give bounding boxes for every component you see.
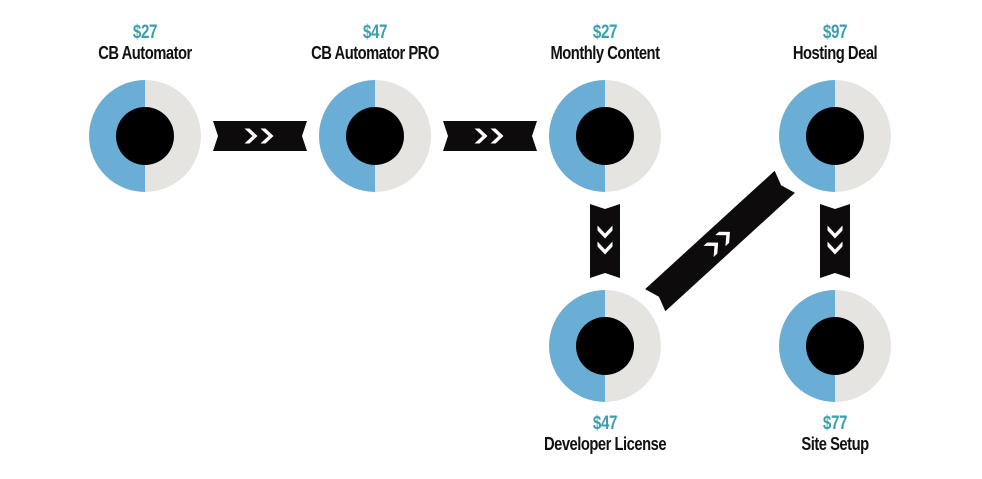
node-cb-automator-pro — [319, 80, 431, 192]
chevron — [715, 231, 730, 247]
double-chevron-up-right-icon — [703, 231, 730, 257]
connections-layer — [213, 121, 850, 312]
node-site-setup — [779, 290, 891, 402]
ring-core — [576, 317, 634, 375]
double-chevron-right-icon — [474, 128, 504, 144]
name-monthly-content: Monthly Content — [550, 43, 660, 63]
chevron — [827, 241, 843, 255]
connector-hosting-deal-to-site-setup — [820, 204, 850, 278]
name-cb-automator: CB Automator — [98, 43, 192, 63]
ring-core — [806, 317, 864, 375]
label-hosting-deal: $97 Hosting Deal — [735, 23, 935, 62]
connector-cb-automator-pro-to-monthly-content — [443, 121, 537, 151]
connector-band — [820, 204, 850, 278]
double-chevron-right-icon — [244, 128, 274, 144]
chevron — [490, 128, 504, 144]
nodes-layer — [89, 80, 891, 402]
double-chevron-down-icon — [827, 225, 843, 255]
price-cb-automator-pro: $47 — [362, 22, 388, 43]
label-monthly-content: $27 Monthly Content — [505, 23, 705, 62]
connector-developer-license-to-hosting-deal — [645, 170, 795, 312]
chevron — [244, 128, 258, 144]
price-cb-automator: $27 — [132, 22, 158, 43]
name-hosting-deal: Hosting Deal — [792, 43, 878, 63]
chevron — [474, 128, 488, 144]
chevron — [597, 241, 613, 255]
connector-monthly-content-to-developer-license — [590, 204, 620, 278]
connector-band — [213, 121, 307, 151]
chevron — [827, 225, 843, 239]
ring-core — [576, 107, 634, 165]
node-cb-automator — [89, 80, 201, 192]
price-hosting-deal: $97 — [822, 22, 848, 43]
price-monthly-content: $27 — [592, 22, 618, 43]
label-site-setup: $77 Site Setup — [735, 414, 935, 453]
node-monthly-content — [549, 80, 661, 192]
connector-band — [443, 121, 537, 151]
node-developer-license — [549, 290, 661, 402]
name-site-setup: Site Setup — [801, 434, 869, 454]
connector-band — [645, 170, 795, 312]
double-chevron-down-icon — [597, 225, 613, 255]
ring-core — [806, 107, 864, 165]
chevron — [703, 242, 719, 257]
price-site-setup: $77 — [822, 413, 848, 434]
label-cb-automator-pro: $47 CB Automator PRO — [275, 23, 475, 62]
price-developer-license: $47 — [592, 413, 618, 434]
node-hosting-deal — [779, 80, 891, 192]
connector-band — [590, 204, 620, 278]
name-developer-license: Developer License — [543, 434, 667, 454]
ring-core — [116, 107, 174, 165]
label-developer-license: $47 Developer License — [505, 414, 705, 453]
connector-cb-automator-to-cb-automator-pro — [213, 121, 307, 151]
label-cb-automator: $27 CB Automator — [45, 23, 245, 62]
ring-core — [346, 107, 404, 165]
chevron — [260, 128, 274, 144]
chevron — [597, 225, 613, 239]
name-cb-automator-pro: CB Automator PRO — [311, 43, 439, 63]
